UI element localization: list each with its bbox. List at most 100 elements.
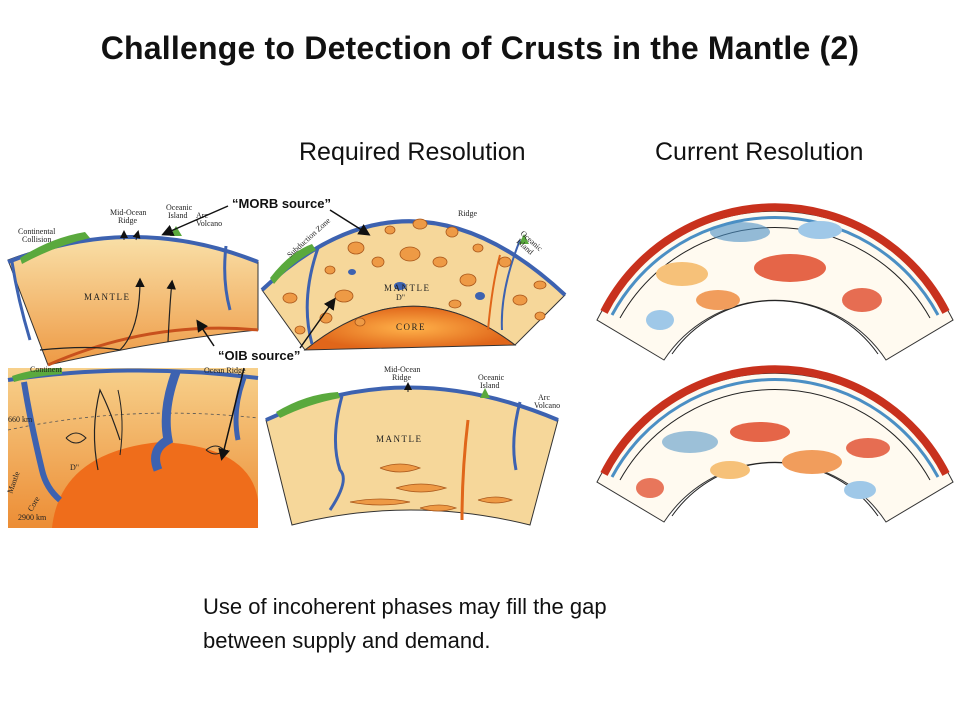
tomo-bot-anomaly-3 — [782, 450, 842, 474]
tomo-top-anomaly-6 — [696, 290, 740, 310]
p4-ridge-label: Ridge — [392, 373, 412, 382]
p1-continent — [20, 232, 90, 264]
p4-lens-3 — [349, 498, 411, 506]
p2-right-slab — [500, 239, 521, 331]
p4-island-volcano — [480, 388, 490, 398]
callouts: “MORB source” “OIB source” — [161, 196, 371, 461]
p4-arc-label: Arc — [538, 393, 550, 402]
tomo-top-outer-red — [600, 203, 950, 314]
p2-d2-label: D" — [396, 293, 405, 302]
p4-lens-2 — [395, 483, 448, 493]
p1-arc-label: Arc — [196, 211, 208, 220]
p1-island-label: Island — [168, 211, 188, 220]
p3-660-label: 660 km — [8, 415, 33, 424]
p3-slab-3 — [233, 377, 247, 441]
p4-lens-4 — [419, 504, 458, 512]
p2-continent — [270, 244, 316, 284]
p1-flow-2 — [166, 279, 176, 343]
p2-core — [303, 305, 517, 351]
tomo-bot-anomaly-6 — [636, 478, 664, 498]
tomo-bot-outer-blue — [610, 377, 940, 478]
oib-arrow-down — [218, 367, 245, 461]
p1-volcano-label: Volcano — [196, 219, 222, 228]
p1-mantle-wedge — [7, 236, 259, 366]
caption-text: Use of incoherent phases may fill the ga… — [203, 590, 763, 658]
p3-continent — [12, 368, 62, 382]
p1-continental-label: Continental — [18, 227, 56, 236]
tomo-top-anomaly-1 — [656, 262, 708, 286]
p2-plume — [487, 254, 501, 331]
tomo-bot-anomaly-5 — [710, 461, 750, 479]
tomo-top-outer-blue — [610, 215, 940, 316]
oib-source-callout: “OIB source” — [218, 348, 300, 363]
p4-oceanic-label: Oceanic — [478, 373, 505, 382]
p2-ridge-label: Ridge — [458, 209, 478, 218]
tomo-top-anomaly-2 — [710, 222, 770, 242]
p3-660-line — [7, 412, 259, 431]
p3-d2-label: D" — [70, 463, 79, 472]
p1-mid-ocean-label: Mid-Ocean — [110, 208, 146, 217]
p4-island-label: Island — [480, 381, 500, 390]
tomo-bot-ring — [619, 389, 931, 481]
tomo-bot-anomaly-4 — [846, 438, 890, 458]
oib-arrow-upright — [299, 297, 336, 349]
p1-oceanic-label: Oceanic — [166, 203, 193, 212]
p1-mantle-label: MANTLE — [84, 292, 131, 302]
p4-mid-ocean-label: Mid-Ocean — [384, 365, 420, 374]
p1-slab-left — [10, 261, 32, 341]
tomo-top-ring — [619, 227, 931, 319]
p4-continent — [276, 392, 340, 418]
caption-line-2: between supply and demand. — [203, 628, 491, 653]
p2-blue-blobs — [348, 269, 485, 300]
p4-volcano-label: Volcano — [534, 401, 560, 410]
p4-plume — [460, 419, 470, 521]
p1-slab-right — [223, 245, 232, 311]
p4-mantle-label: MANTLE — [376, 434, 423, 444]
p3-ocean-ridge-label: Ocean Ridge — [204, 366, 246, 375]
p1-flow-4 — [132, 230, 141, 241]
tomo-top-base-ring — [671, 300, 879, 355]
morb-arrow-right — [329, 209, 371, 236]
panel-4-diagram: Mid-Ocean Ridge Oceanic Island Arc Volca… — [265, 365, 560, 526]
tomo-top-anomaly-5 — [798, 221, 842, 239]
tomo-bot-shell — [596, 372, 954, 523]
panel-3-diagram: Continent Ocean Ridge D" Mantle Core 660… — [5, 365, 259, 528]
p4-slab-2 — [512, 401, 522, 471]
p3-plume-2 — [117, 389, 123, 456]
tomo-bot-anomaly-1 — [662, 431, 718, 453]
p2-core-label: CORE — [396, 322, 426, 332]
p4-lens-5 — [477, 496, 514, 504]
tomo-top-anomaly-7 — [646, 310, 674, 330]
p1-collision-label: Collision — [22, 235, 51, 244]
p1-core-arc — [47, 326, 259, 367]
tomo-bot-anomaly-7 — [844, 481, 876, 499]
tomo-bot-anomaly-2 — [730, 422, 790, 442]
p2-island-volcano — [519, 234, 529, 244]
p4-lens-1 — [379, 463, 422, 473]
tomography-bottom — [596, 365, 954, 523]
tomo-top-shell — [596, 210, 954, 361]
p3-slab-2 — [151, 370, 181, 472]
current-resolution-heading: Current Resolution — [655, 138, 864, 166]
panel-1-diagram: MANTLE Continental Collision Mid-Ocean R… — [7, 203, 259, 367]
p4-slab-1 — [328, 395, 345, 511]
tomography-top — [596, 203, 954, 361]
p1-flow-1 — [39, 277, 145, 351]
p3-swirl-1 — [65, 432, 87, 444]
p3-core — [52, 442, 258, 528]
p3-2900-label: 2900 km — [18, 513, 47, 522]
tomo-top-anomaly-4 — [842, 288, 882, 312]
p3-slab-1 — [21, 381, 63, 503]
p2-mantle-label: MANTLE — [384, 283, 431, 293]
morb-source-callout: “MORB source” — [232, 196, 331, 211]
p1-ridge-label: Ridge — [118, 216, 138, 225]
oib-arrow-upleft — [196, 319, 215, 347]
slide-title: Challenge to Detection of Crusts in the … — [100, 30, 860, 66]
caption-line-1: Use of incoherent phases may fill the ga… — [203, 594, 607, 619]
p3-continent-label: Continent — [30, 365, 62, 374]
tomo-bot-outer-red — [600, 365, 950, 476]
tomo-top-anomaly-3 — [754, 254, 826, 282]
required-resolution-heading: Required Resolution — [299, 138, 526, 166]
morb-arrow-left — [161, 205, 229, 236]
